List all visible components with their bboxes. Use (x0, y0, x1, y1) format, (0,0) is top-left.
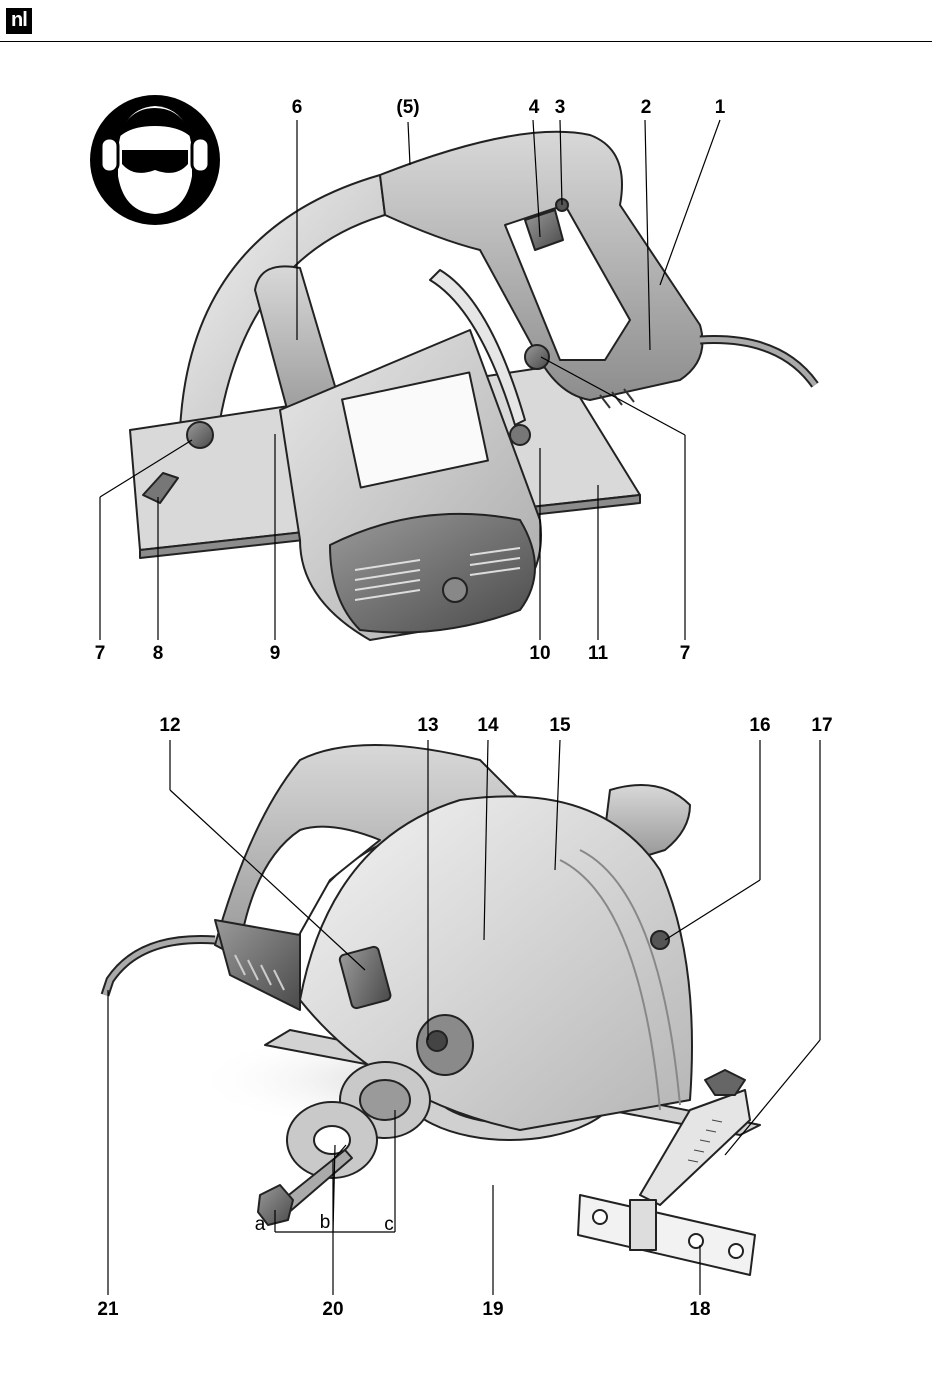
callout-21: 21 (97, 1300, 118, 1320)
part-label-c: c (384, 1215, 394, 1235)
callout-14: 14 (477, 716, 498, 736)
part-label-a: a (255, 1215, 266, 1235)
callout-10: 10 (529, 644, 550, 664)
callout-13: 13 (417, 716, 438, 736)
callout-1: 1 (715, 98, 726, 118)
callout-5: (5) (396, 98, 419, 118)
callout-2: 2 (641, 98, 652, 118)
callout-6: 6 (292, 98, 303, 118)
safety-pictogram-icon (90, 95, 220, 225)
callout-7-left: 7 (95, 644, 106, 664)
callout-19: 19 (482, 1300, 503, 1320)
callout-15: 15 (549, 716, 570, 736)
top-saw-drawing (130, 132, 815, 640)
callout-12: 12 (159, 716, 180, 736)
callout-4: 4 (529, 98, 540, 118)
callout-8: 8 (153, 644, 164, 664)
callout-18: 18 (689, 1300, 710, 1320)
callout-11: 11 (588, 644, 608, 664)
callout-17: 17 (811, 716, 832, 736)
callout-20: 20 (322, 1300, 343, 1320)
callout-3: 3 (555, 98, 566, 118)
callout-16: 16 (749, 716, 770, 736)
part-label-b: b (320, 1213, 331, 1233)
callout-7-right: 7 (680, 644, 691, 664)
callout-9: 9 (270, 644, 281, 664)
bottom-saw-drawing (105, 745, 760, 1275)
